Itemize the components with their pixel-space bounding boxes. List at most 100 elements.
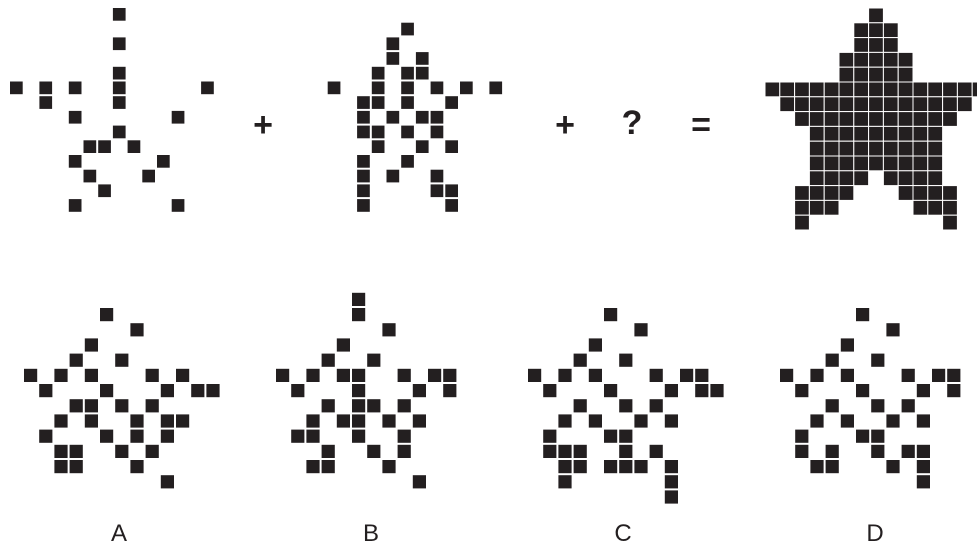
option-b-figure-cell	[336, 414, 350, 428]
star-result-full-cell	[897, 125, 914, 142]
star-piece-2-cell	[430, 169, 444, 183]
star-result-full-cell	[897, 51, 914, 68]
star-result-full-cell	[794, 199, 810, 216]
option-label-d[interactable]: D	[866, 520, 884, 547]
option-c-figure-cell	[558, 368, 572, 382]
star-result-full	[764, 7, 977, 231]
option-d-figure-cell	[780, 368, 794, 382]
option-a-figure-cell	[160, 475, 174, 489]
option-a-figure-cell	[115, 353, 129, 367]
star-piece-1	[10, 8, 214, 212]
star-piece-1-cell	[83, 140, 97, 153]
option-c-figure-cell	[558, 444, 572, 458]
option-b-figure-cell	[367, 444, 381, 458]
star-piece-2-cell	[357, 110, 370, 124]
star-result-full-cell	[808, 96, 825, 113]
option-c-figure-cell	[649, 368, 663, 382]
star-result-full-cell	[779, 96, 796, 113]
option-c-figure-cell	[664, 414, 678, 428]
option-d-figure	[780, 308, 961, 489]
option-b-figure-cell	[397, 368, 411, 382]
star-result-full-cell	[808, 125, 825, 142]
option-c-figure-cell	[558, 414, 572, 428]
option-c-figure-cell	[619, 353, 633, 367]
option-b-figure-cell	[352, 368, 366, 382]
star-result-full-cell	[823, 81, 840, 98]
option-d-figure-cell	[947, 384, 961, 398]
option-b-figure-cell	[428, 368, 442, 382]
option-b-figure-cell	[306, 368, 320, 382]
option-c-figure-cell	[619, 399, 633, 413]
star-result-full-cell	[868, 51, 884, 68]
option-d-figure-cell	[916, 384, 930, 398]
star-result-full-cell	[838, 170, 855, 187]
option-a-figure-cell	[145, 399, 159, 413]
option-c-figure-cell	[528, 368, 542, 382]
star-result-full-cell	[853, 51, 870, 68]
star-piece-2-cell	[357, 125, 370, 139]
option-b-figure-cell	[367, 353, 381, 367]
star-piece-1-cell	[157, 155, 170, 168]
star-result-full-cell	[838, 66, 855, 83]
star-piece-2-cell	[386, 37, 400, 51]
option-d-figure-cell	[795, 384, 809, 398]
star-result-full-cell	[779, 81, 796, 98]
star-result-full-cell	[853, 170, 870, 187]
option-b-figure-cell	[382, 414, 396, 428]
star-result-full-cell	[956, 81, 973, 98]
option-label-b[interactable]: B	[362, 520, 379, 547]
option-d-figure-cell	[856, 429, 870, 443]
option-a-figure-cell	[84, 338, 98, 352]
option-a-figure-cell	[84, 399, 98, 413]
option-d-figure-cell	[825, 353, 839, 367]
star-piece-2-cell	[445, 140, 458, 153]
option-c-figure-cell	[558, 475, 572, 489]
star-piece-2-cell	[357, 199, 370, 212]
star-piece-1-cell	[68, 81, 82, 95]
star-result-full-cell	[912, 140, 929, 157]
option-a-figure-cell	[69, 460, 83, 474]
option-c-figure-cell	[695, 384, 709, 398]
star-piece-2-cell	[401, 155, 414, 168]
option-c-figure-cell	[664, 460, 678, 474]
star-result-full-cell	[853, 125, 870, 142]
star-result-full-cell	[853, 96, 870, 113]
option-a-figure-cell	[100, 429, 114, 443]
option-c-figure-cell	[588, 368, 602, 382]
option-d-figure-cell	[810, 460, 824, 474]
star-result-full-cell	[927, 125, 944, 142]
star-result-full-cell	[853, 81, 870, 98]
option-b-figure-cell	[443, 384, 457, 398]
star-result-full-cell	[897, 170, 914, 187]
star-piece-1-cell	[112, 125, 126, 139]
option-b-figure-cell	[412, 475, 426, 489]
plus-sign-1: +	[253, 106, 273, 144]
star-piece-2-cell	[401, 66, 414, 80]
option-d-figure-cell	[871, 399, 885, 413]
star-result-full-cell	[942, 81, 958, 98]
star-piece-1-cell	[112, 96, 126, 109]
star-piece-2-cell	[430, 125, 444, 139]
option-b-figure-cell	[352, 399, 366, 413]
option-b-figure-cell	[412, 414, 426, 428]
star-result-full-cell	[882, 66, 899, 83]
star-result-full-cell	[882, 155, 899, 172]
option-label-a[interactable]: A	[110, 520, 127, 547]
option-b-figure-cell	[382, 460, 396, 474]
star-piece-2-cell	[460, 81, 473, 95]
option-label-c[interactable]: C	[614, 520, 632, 547]
option-d-figure-cell	[810, 368, 824, 382]
star-result-full-cell	[927, 96, 944, 113]
star-result-full-cell	[868, 22, 884, 39]
star-result-full-cell	[882, 96, 899, 113]
option-d-figure-cell	[901, 368, 915, 382]
question-mark: ?	[621, 104, 643, 142]
star-result-full-cell	[912, 185, 929, 201]
star-result-full-cell	[823, 140, 840, 157]
option-a-figure-cell	[160, 429, 174, 443]
star-piece-2-cell	[401, 22, 414, 36]
option-c-figure-cell	[634, 323, 648, 337]
star-piece-2-cell	[401, 96, 414, 109]
star-result-full-cell	[868, 96, 884, 113]
